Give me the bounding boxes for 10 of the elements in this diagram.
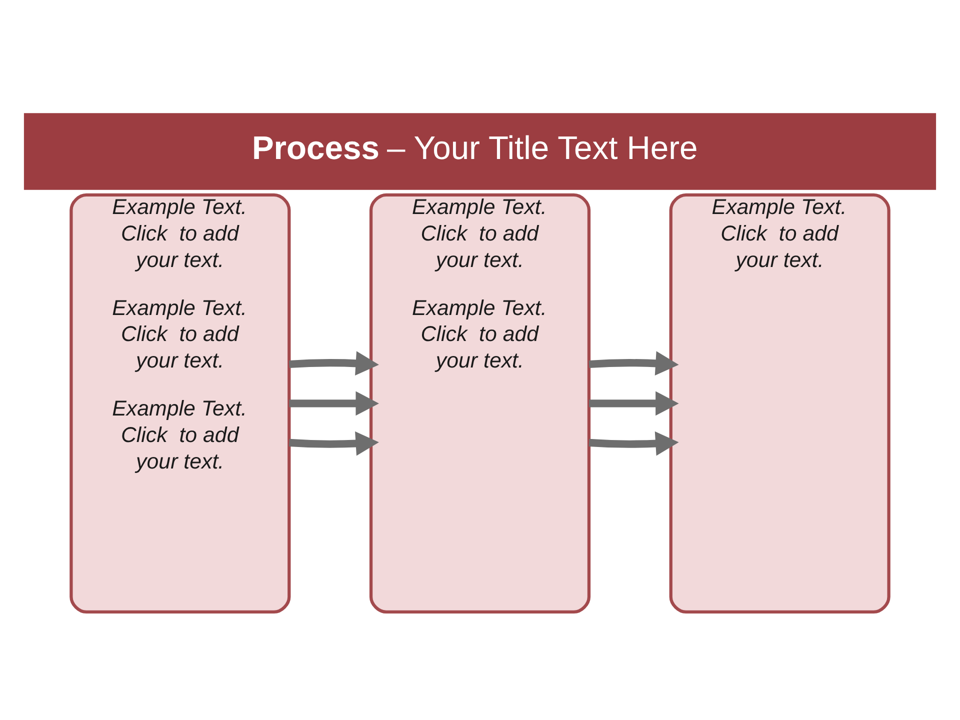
diagram-title: Process – Your Title Text Here [252, 128, 698, 166]
arrow [588, 431, 679, 456]
node-box: Example Text. Click to add your text. Example Text. Click to add your text. Example Text. Click to add your text. [70, 193, 291, 614]
node-box: Example Text. Click to add your text. [669, 193, 890, 614]
arrow [288, 431, 379, 456]
arrow [289, 391, 379, 416]
arrow [288, 351, 379, 376]
node-box: Example Text. Click to add your text. Example Text. Click to add your text. [369, 193, 591, 614]
arrow [589, 391, 679, 416]
arrow [588, 351, 679, 376]
